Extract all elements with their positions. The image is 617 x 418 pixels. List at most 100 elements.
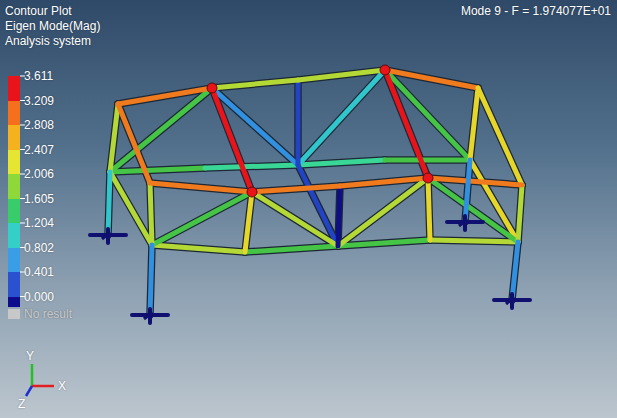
truss-member <box>245 192 252 252</box>
truss-member <box>108 172 110 235</box>
legend-value: 3.611 <box>24 69 53 83</box>
member-outline <box>245 246 338 252</box>
mode-frequency: Mode 9 - F = 1.974077E+01 <box>461 4 611 18</box>
member-outline <box>428 178 430 240</box>
legend-value: 3.209 <box>24 94 54 108</box>
truss-member <box>212 80 298 88</box>
truss-member <box>385 70 428 178</box>
legend-value: 2.808 <box>24 118 54 132</box>
legend-band <box>8 150 20 175</box>
truss-member <box>252 192 338 246</box>
member-outline <box>385 156 470 164</box>
truss-member <box>152 192 252 245</box>
legend-value: 0.401 <box>24 265 54 279</box>
legend-band <box>8 248 20 273</box>
joint <box>247 187 257 197</box>
truss-member <box>298 70 385 80</box>
member-outline <box>150 183 152 245</box>
truss-member <box>110 168 205 172</box>
member-outline <box>298 70 385 165</box>
joint <box>380 65 390 75</box>
y-axis <box>31 364 34 386</box>
legend-band <box>8 101 20 126</box>
member-outline <box>428 178 518 242</box>
member-outline <box>470 88 478 160</box>
truss-member <box>428 178 522 185</box>
truss-member <box>428 178 518 242</box>
legend-value: 2.006 <box>24 167 54 181</box>
member-outline <box>152 192 252 245</box>
member-outline <box>108 172 110 235</box>
member-outline <box>298 70 385 80</box>
plot-title: Contour Plot <box>5 4 72 18</box>
truss-member <box>152 245 245 252</box>
truss-member <box>338 240 430 246</box>
support-symbol <box>144 312 152 319</box>
member-outline <box>152 245 245 252</box>
member-outline <box>470 160 518 242</box>
truss-member <box>385 70 478 88</box>
member-outline <box>338 178 428 246</box>
member-outline <box>478 88 522 185</box>
member-outline <box>512 242 518 300</box>
member-outline <box>518 185 522 242</box>
axis-triad <box>26 364 54 396</box>
truss-member <box>118 88 212 104</box>
truss-member <box>298 70 385 165</box>
legend-value: 1.605 <box>24 192 54 206</box>
truss-member <box>205 165 298 168</box>
support-symbol <box>459 219 467 226</box>
truss-member <box>110 88 212 172</box>
legend-value: 1.204 <box>24 216 54 230</box>
member-outline <box>465 160 470 222</box>
truss-member <box>428 178 430 240</box>
truss-member <box>512 242 518 300</box>
truss-member <box>470 88 478 160</box>
truss-member <box>118 104 150 183</box>
legend-swatch <box>8 309 20 319</box>
truss-member <box>110 104 118 172</box>
truss-member <box>150 183 152 245</box>
legend-no-result: No result <box>24 307 72 321</box>
member-outline <box>205 165 298 168</box>
truss-member <box>296 80 301 165</box>
truss-member <box>385 158 470 163</box>
member-outline <box>340 178 428 186</box>
truss-member <box>150 183 252 192</box>
truss-member <box>252 186 340 192</box>
truss-member <box>338 186 340 246</box>
legend-band <box>8 223 20 248</box>
truss-member <box>150 245 152 315</box>
result-type: Eigen Mode(Mag) <box>5 19 100 33</box>
truss-member <box>338 178 428 246</box>
truss-member <box>518 185 522 242</box>
truss-member <box>212 88 252 192</box>
truss-member <box>245 246 338 252</box>
member-outline <box>338 186 340 246</box>
member-outline <box>428 178 522 185</box>
legend-value: 0.000 <box>24 290 54 304</box>
truss-member <box>340 178 428 186</box>
legend-value: 2.407 <box>24 143 54 157</box>
member-outline <box>294 80 302 165</box>
member-outline <box>212 80 298 88</box>
axis-label: Z <box>18 397 25 411</box>
truss-member <box>478 88 522 185</box>
z-axis <box>26 386 32 396</box>
x-axis <box>32 385 54 388</box>
support-constraints <box>90 216 530 323</box>
legend-ticks <box>20 76 25 297</box>
member-outline <box>245 192 252 252</box>
member-outline <box>338 240 430 246</box>
member-outline <box>430 240 518 242</box>
legend-band <box>8 297 20 307</box>
truss-member <box>465 160 470 222</box>
coordinate-system: Analysis system <box>5 34 91 48</box>
member-outline <box>298 160 385 165</box>
truss-member <box>298 160 385 165</box>
legend-value: 0.802 <box>24 241 54 255</box>
legend-band <box>8 272 20 297</box>
member-outline <box>150 183 252 192</box>
